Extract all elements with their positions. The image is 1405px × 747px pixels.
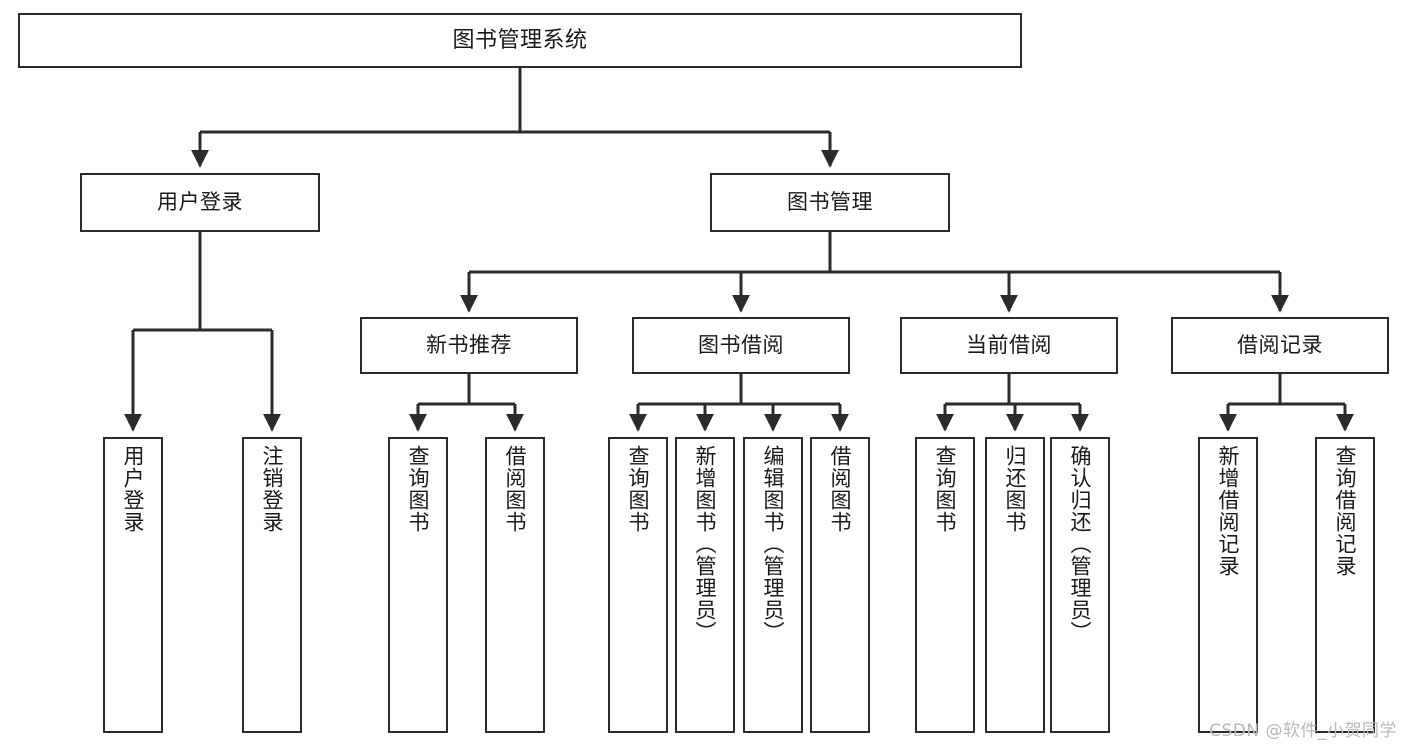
node-label: 用户登录 <box>121 445 146 533</box>
leaf-bb-query-book[interactable]: 查询图书 <box>608 437 668 733</box>
node-book-management[interactable]: 图书管理 <box>710 173 950 232</box>
node-label: 图书借阅 <box>698 333 784 358</box>
leaf-bb-borrow-book[interactable]: 借阅图书 <box>810 437 870 733</box>
node-current-borrow[interactable]: 当前借阅 <box>900 317 1118 374</box>
node-book-borrow[interactable]: 图书借阅 <box>632 317 850 374</box>
leaf-bb-edit-book-admin[interactable]: 编辑图书（管理员） <box>743 437 803 733</box>
leaf-br-add-record[interactable]: 新增借阅记录 <box>1198 437 1258 733</box>
node-root-book-management-system[interactable]: 图书管理系统 <box>18 13 1022 68</box>
node-label: 查询借阅记录 <box>1333 445 1358 577</box>
watermark-text: CSDN @软件_小贺同学 <box>1209 721 1397 741</box>
node-label: 确认归还（管理员） <box>1068 445 1093 643</box>
node-label: 查询图书 <box>626 445 651 533</box>
node-label: 借阅记录 <box>1237 333 1323 358</box>
node-label: 借阅图书 <box>828 445 853 533</box>
node-new-book-recommend[interactable]: 新书推荐 <box>360 317 578 374</box>
node-label: 注销登录 <box>260 445 285 533</box>
node-label: 归还图书 <box>1003 445 1028 533</box>
leaf-cb-confirm-return-admin[interactable]: 确认归还（管理员） <box>1050 437 1110 733</box>
node-borrow-record[interactable]: 借阅记录 <box>1171 317 1389 374</box>
node-label: 新增图书（管理员） <box>693 445 718 643</box>
node-label: 借阅图书 <box>503 445 528 533</box>
node-label: 查询图书 <box>406 445 431 533</box>
node-label: 查询图书 <box>933 445 958 533</box>
node-label: 编辑图书（管理员） <box>761 445 786 643</box>
node-label: 当前借阅 <box>966 333 1052 358</box>
leaf-cb-return-book[interactable]: 归还图书 <box>985 437 1045 733</box>
leaf-nb-query-book[interactable]: 查询图书 <box>388 437 448 733</box>
node-label: 用户登录 <box>157 190 243 215</box>
leaf-br-query-record[interactable]: 查询借阅记录 <box>1315 437 1375 733</box>
leaf-user-login[interactable]: 用户登录 <box>103 437 163 733</box>
leaf-bb-add-book-admin[interactable]: 新增图书（管理员） <box>675 437 735 733</box>
node-label: 新书推荐 <box>426 333 512 358</box>
node-user-login[interactable]: 用户登录 <box>80 173 320 232</box>
leaf-cb-query-book[interactable]: 查询图书 <box>915 437 975 733</box>
node-label: 新增借阅记录 <box>1216 445 1241 577</box>
leaf-nb-borrow-book[interactable]: 借阅图书 <box>485 437 545 733</box>
node-label: 图书管理系统 <box>452 27 588 53</box>
node-label: 图书管理 <box>787 190 873 215</box>
leaf-logout[interactable]: 注销登录 <box>242 437 302 733</box>
